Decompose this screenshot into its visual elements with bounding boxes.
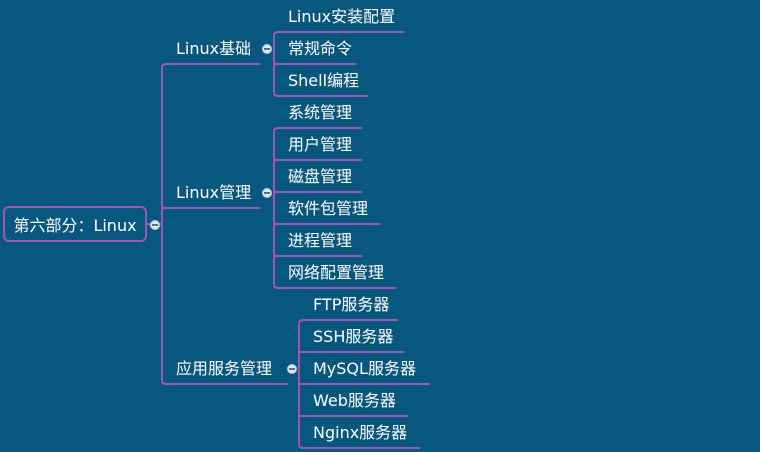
branch-linux-admin[interactable]: Linux管理 [176, 183, 252, 202]
leaf-underline [273, 283, 396, 289]
branch-app-services[interactable]: 应用服务管理 [176, 359, 273, 378]
leaf-node[interactable]: 网络配置管理 [288, 263, 385, 282]
leaf-node[interactable]: FTP服务器 [313, 295, 390, 314]
leaf-underline [273, 91, 368, 97]
leaf-underline [273, 31, 404, 37]
root-node[interactable]: 第六部分：Linux [3, 206, 147, 242]
leaf-node[interactable]: 常规命令 [288, 39, 353, 58]
leaf-underline [298, 319, 398, 325]
leaf-underline [273, 127, 362, 133]
leaf-node[interactable]: Shell编程 [288, 71, 360, 90]
root-collapse-icon[interactable] [150, 220, 160, 230]
leaf-node[interactable]: SSH服务器 [313, 327, 394, 346]
leaf-node[interactable]: 磁盘管理 [288, 167, 353, 186]
leaf-node[interactable]: 用户管理 [288, 135, 353, 154]
branch-linux-basics-collapse-icon[interactable] [262, 44, 272, 54]
branch-linux-basics[interactable]: Linux基础 [176, 39, 252, 58]
branch-connector [161, 63, 260, 69]
leaf-node[interactable]: 软件包管理 [288, 199, 369, 218]
leaf-node[interactable]: 进程管理 [288, 231, 353, 250]
leaf-node[interactable]: Linux安装配置 [288, 7, 396, 26]
branch-linux-admin-collapse-icon[interactable] [262, 188, 272, 198]
root-label: 第六部分：Linux [13, 216, 137, 235]
leaf-node[interactable]: MySQL服务器 [313, 359, 416, 378]
leaf-node[interactable]: Web服务器 [313, 391, 396, 410]
leaf-node[interactable]: 系统管理 [288, 103, 353, 122]
leaf-underline [298, 443, 420, 449]
leaf-node[interactable]: Nginx服务器 [313, 423, 408, 442]
branch-app-services-collapse-icon[interactable] [287, 364, 297, 374]
branch-connector [161, 379, 288, 385]
